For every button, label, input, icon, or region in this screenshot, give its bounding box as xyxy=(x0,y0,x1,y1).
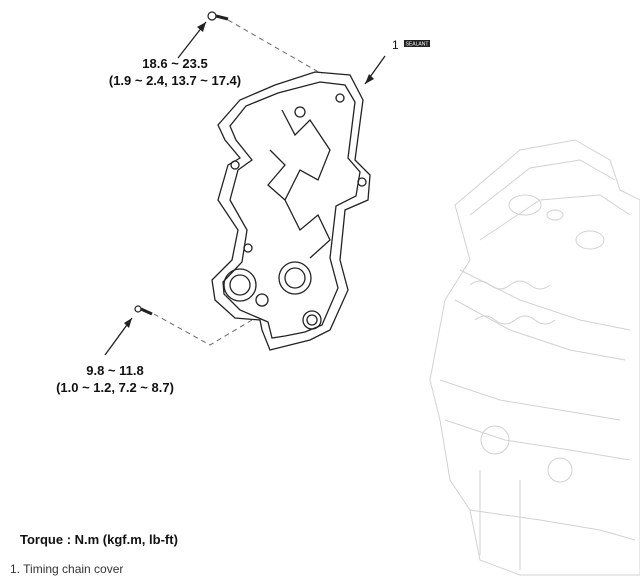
legend-text: Timing chain cover xyxy=(23,562,124,576)
torque-label-lower: 9.8 ~ 11.8 (1.0 ~ 1.2, 7.2 ~ 8.7) xyxy=(40,362,190,396)
legend-item: 1. Timing chain cover xyxy=(10,562,123,576)
torque-units-note: Torque : N.m (kgf.m, lb-ft) xyxy=(20,532,178,547)
callout-number: 1 xyxy=(392,38,399,52)
lower-bolt xyxy=(134,305,153,316)
torque-value-nm: 18.6 ~ 23.5 xyxy=(142,56,208,71)
upper-bolt xyxy=(207,11,229,21)
torque-value-alt-units: (1.0 ~ 1.2, 7.2 ~ 8.7) xyxy=(56,380,174,395)
legend-number: 1. xyxy=(10,562,21,576)
engine-block xyxy=(429,139,640,576)
torque-label-upper: 18.6 ~ 23.5 (1.9 ~ 2.4, 13.7 ~ 17.4) xyxy=(100,55,250,89)
timing-chain-cover xyxy=(211,71,371,351)
upper-bolt-dashed-leader xyxy=(227,19,323,75)
sealant-icon: SEALANT xyxy=(404,40,430,48)
lower-bolt-dashed-leader xyxy=(153,313,253,346)
torque-value-alt-units: (1.9 ~ 2.4, 13.7 ~ 17.4) xyxy=(108,73,242,88)
torque-value-nm: 9.8 ~ 11.8 xyxy=(86,363,144,378)
svg-text:SEALANT: SEALANT xyxy=(406,42,429,48)
